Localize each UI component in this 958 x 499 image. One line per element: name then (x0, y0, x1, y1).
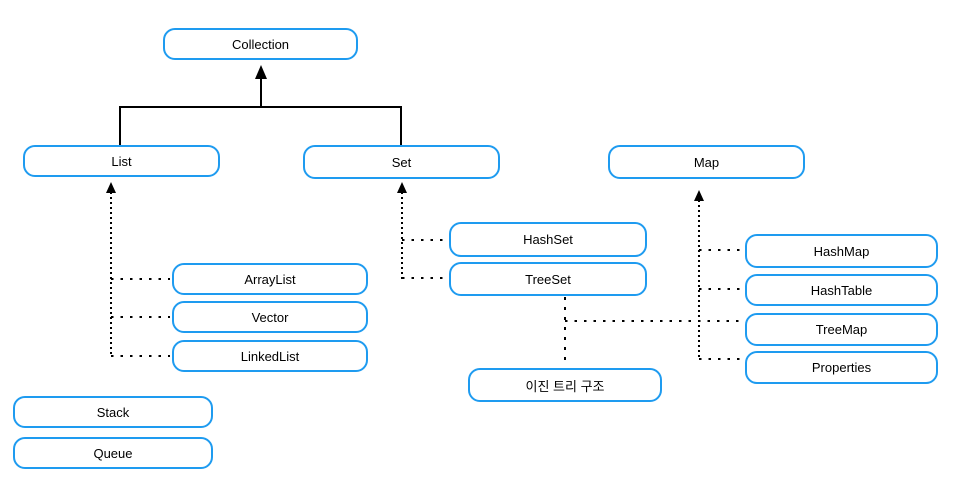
arrowhead-list (106, 182, 116, 193)
node-vector: Vector (172, 301, 368, 333)
edge-list-riser (119, 106, 121, 145)
node-queue: Queue (13, 437, 213, 469)
node-stack: Stack (13, 396, 213, 428)
node-label: Properties (811, 360, 872, 375)
node-hashtable: HashTable (745, 274, 938, 306)
node-arraylist: ArrayList (172, 263, 368, 295)
node-label: HashTable (810, 282, 873, 298)
node-label: HashSet (523, 232, 573, 247)
node-label: ArrayList (244, 271, 296, 287)
node-label: LinkedList (240, 348, 300, 364)
edge-vector-branch (111, 316, 170, 318)
edge-treeset-binarytree (564, 297, 566, 365)
edge-set-dotted-trunk (401, 192, 403, 280)
node-label: Vector (251, 309, 289, 325)
node-label: List (111, 153, 132, 169)
node-hashset: HashSet (449, 222, 647, 257)
edge-map-dotted-trunk (698, 200, 700, 360)
edge-arraylist-branch (111, 278, 170, 280)
node-linkedlist: LinkedList (172, 340, 368, 372)
node-label: TreeSet (525, 271, 571, 287)
node-label: Collection (231, 36, 290, 52)
node-label: 이진 트리 구조 (525, 378, 605, 394)
edge-hashset-branch (402, 239, 447, 241)
edge-treeset-branch (402, 277, 447, 279)
node-set: Set (303, 145, 500, 179)
edge-binarytree-treemap (565, 320, 743, 322)
node-hashmap: HashMap (745, 234, 938, 268)
node-label: Stack (96, 404, 130, 420)
node-label: Map (693, 154, 720, 170)
edge-hashmap-branch (699, 249, 743, 251)
node-collection: Collection (163, 28, 358, 60)
node-properties: Properties (745, 351, 938, 384)
node-label: Queue (93, 445, 133, 461)
edge-collection-stem (260, 77, 262, 107)
node-label: TreeMap (815, 322, 868, 337)
edge-list-dotted-trunk (110, 192, 112, 357)
edge-linkedlist-branch (111, 355, 170, 357)
node-label: HashMap (813, 243, 870, 259)
node-label: Set (391, 154, 412, 170)
node-treemap: TreeMap (745, 313, 938, 346)
node-treeset: TreeSet (449, 262, 647, 296)
node-list: List (23, 145, 220, 177)
arrowhead-set (397, 182, 407, 193)
arrowhead-collection (255, 65, 267, 79)
edge-set-riser (400, 106, 402, 145)
edge-collection-crossbar (119, 106, 402, 108)
node-binary-tree-structure: 이진 트리 구조 (468, 368, 662, 402)
edge-properties-branch (699, 358, 743, 360)
node-map: Map (608, 145, 805, 179)
arrowhead-map (694, 190, 704, 201)
edge-hashtable-branch (699, 288, 743, 290)
